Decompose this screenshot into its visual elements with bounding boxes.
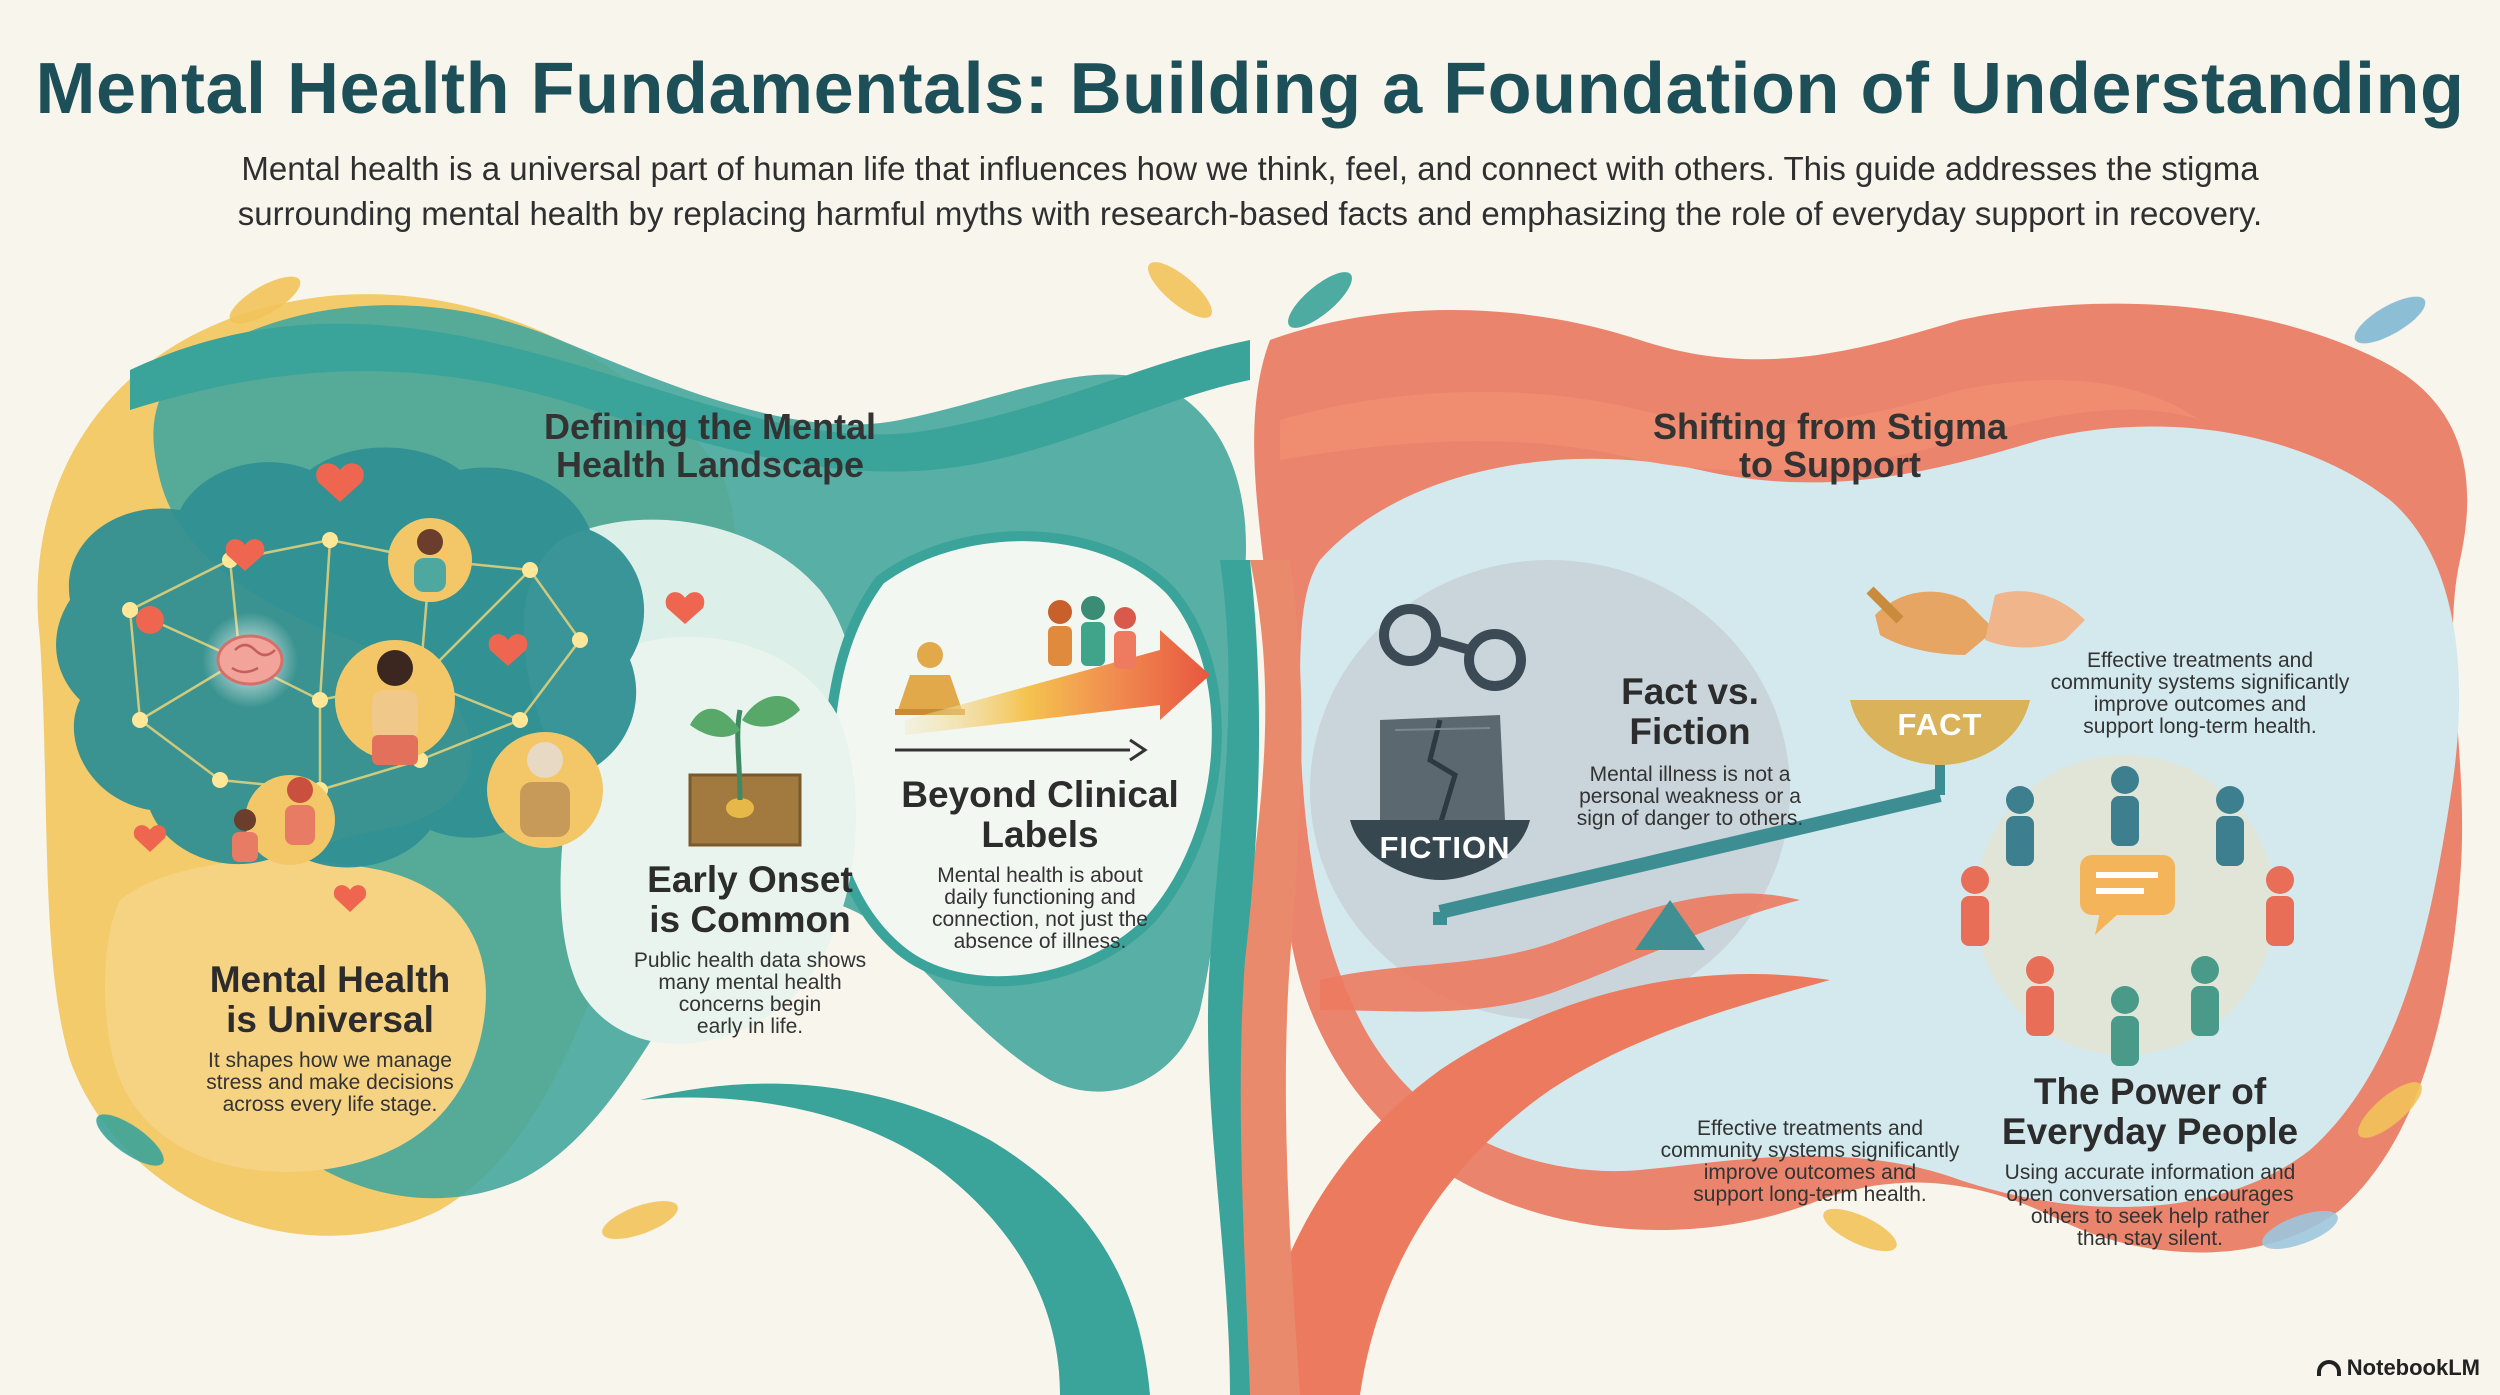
page-title: Mental Health Fundamentals: Building a F… xyxy=(35,49,2465,129)
body-line: others to seek help rather xyxy=(2030,1205,2270,1228)
people-network-icon xyxy=(232,518,603,865)
labels-title: Beyond Clinical Labels xyxy=(880,775,1200,855)
notebooklm-logo-icon xyxy=(2316,1360,2341,1376)
beyond-labels-card: Beyond Clinical Labels Mental health is … xyxy=(880,775,1200,953)
broken-stone-icon xyxy=(1380,715,1505,826)
body-line: Public health data shows xyxy=(633,949,867,972)
labels-body: Mental health is about daily functioning… xyxy=(880,865,1200,953)
body-line: sign of danger to others. xyxy=(1576,807,1804,830)
body-line: concerns begin xyxy=(678,993,822,1016)
body-line: across every life stage. xyxy=(222,1093,438,1116)
power-title: The Power of Everyday People xyxy=(1970,1072,2330,1152)
body-line: than stay silent. xyxy=(2077,1227,2223,1250)
body-line: many mental health xyxy=(658,971,842,994)
note-line: support long-term health. xyxy=(1693,1183,1927,1206)
body-line: early in life. xyxy=(696,1015,804,1038)
body-line: It shapes how we manage xyxy=(208,1049,452,1072)
universal-title: Mental Health is Universal xyxy=(130,960,530,1040)
page-subtitle: Mental health is a universal part of hum… xyxy=(0,146,2500,236)
body-line: open conversation encourages xyxy=(2006,1183,2294,1206)
body-line: personal weakness or a xyxy=(1579,785,1801,808)
body-line: connection, not just the xyxy=(932,908,1148,931)
title-line: Fiction xyxy=(1629,711,1751,752)
brand-label: NotebookLM xyxy=(2346,1355,2480,1380)
treatment-note: Effective treatments and community syste… xyxy=(1640,1118,1980,1206)
handcuffs-icon xyxy=(1379,604,1526,691)
power-body: Using accurate information and open conv… xyxy=(1970,1162,2330,1250)
community-circle-icon xyxy=(1961,755,2294,1066)
title-line: Mental Health xyxy=(209,959,451,1000)
title-line: Early Onset xyxy=(647,859,853,900)
scale-fact-label: FACT xyxy=(1897,707,1983,742)
brain-icon xyxy=(202,612,298,708)
onset-title: Early Onset is Common xyxy=(600,860,900,940)
note-line: support long-term health. xyxy=(2083,715,2317,738)
fact-fiction-title: Fact vs. Fiction xyxy=(1530,672,1850,752)
fact-fiction-body: Mental illness is not a personal weaknes… xyxy=(1530,764,1850,830)
right-section-title: Shifting from Stigma to Support xyxy=(1610,408,2050,484)
body-line: Mental illness is not a xyxy=(1589,763,1791,786)
spark-icon xyxy=(136,606,164,634)
scale-fiction-label: FICTION xyxy=(1379,830,1511,865)
universal-card: Mental Health is Universal It shapes how… xyxy=(130,960,530,1116)
body-line: stress and make decisions xyxy=(206,1071,454,1094)
title-line: Defining the Mental xyxy=(544,406,876,447)
body-line: Using accurate information and xyxy=(2004,1161,2296,1184)
progress-arrow-icon xyxy=(905,630,1210,735)
title-line: Health Landscape xyxy=(555,444,865,485)
onset-body: Public health data shows many mental hea… xyxy=(600,950,900,1038)
note-line: community systems significantly xyxy=(2050,671,2350,694)
title-line: Fact vs. xyxy=(1621,671,1759,712)
title-line: is Common xyxy=(649,899,851,940)
balance-scale-icon xyxy=(1350,700,2030,950)
early-onset-card: Early Onset is Common Public health data… xyxy=(600,860,900,1038)
chat-bubble-icon xyxy=(2080,855,2175,935)
fact-note: Effective treatments and community syste… xyxy=(2030,650,2370,738)
meditation-icon xyxy=(895,642,965,715)
title-line: The Power of xyxy=(2033,1071,2267,1112)
title-line: Everyday People xyxy=(2001,1111,2299,1152)
title-line: to Support xyxy=(1739,444,1921,485)
left-section-title: Defining the Mental Health Landscape xyxy=(500,408,920,484)
title-line: is Universal xyxy=(226,999,434,1040)
seedling-icon xyxy=(688,696,802,847)
brand-mark: NotebookLM xyxy=(2316,1355,2480,1381)
universal-body: It shapes how we manage stress and make … xyxy=(130,1050,530,1116)
fact-fiction-card: Fact vs. Fiction Mental illness is not a… xyxy=(1530,672,1850,830)
note-line: improve outcomes and xyxy=(2093,693,2307,716)
title-line: Labels xyxy=(981,814,1099,855)
title-line: Shifting from Stigma xyxy=(1653,406,2007,447)
body-line: daily functioning and xyxy=(944,886,1136,909)
note-line: Effective treatments and xyxy=(1696,1117,1924,1140)
note-line: community systems significantly xyxy=(1660,1139,1960,1162)
body-line: absence of illness. xyxy=(953,930,1127,953)
title-line: Beyond Clinical xyxy=(901,774,1179,815)
body-line: Mental health is about xyxy=(937,864,1143,887)
power-card: The Power of Everyday People Using accur… xyxy=(1970,1072,2330,1250)
subtitle-line: Mental health is a universal part of hum… xyxy=(241,150,2259,187)
subtitle-line: surrounding mental health by replacing h… xyxy=(237,195,2263,232)
note-line: Effective treatments and xyxy=(2086,649,2314,672)
handshake-icon xyxy=(1866,586,2085,655)
heart-icon xyxy=(133,463,705,912)
note-line: improve outcomes and xyxy=(1703,1161,1917,1184)
